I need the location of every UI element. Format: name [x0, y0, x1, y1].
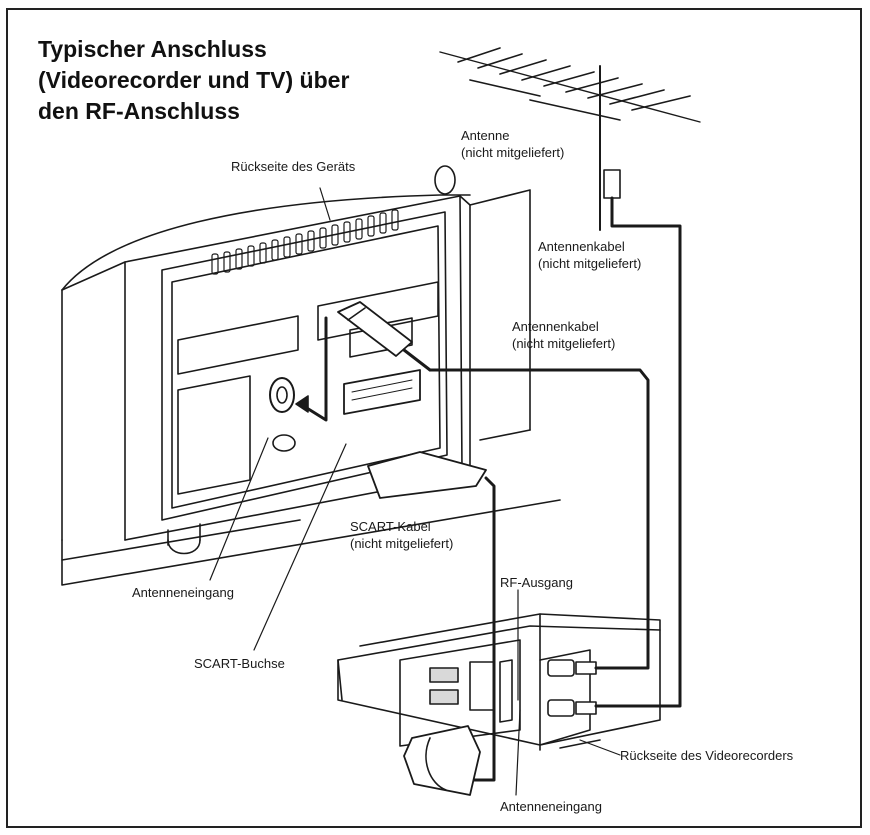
label-antennenkabel-1: Antennenkabel (nicht mitgeliefert) [538, 238, 641, 272]
scart-cable [367, 451, 496, 796]
tv-rear-panel [61, 165, 561, 586]
rf-cable-plug [337, 301, 432, 372]
label-antennenkabel-2-title: Antennenkabel [512, 319, 599, 334]
label-antenne: Antenne (nicht mitgeliefert) [461, 127, 564, 161]
antenna-cable-2 [428, 368, 650, 670]
arrow-icon [295, 316, 328, 422]
label-antennenkabel-1-note: (nicht mitgeliefert) [538, 256, 642, 271]
antenna-icon [439, 47, 701, 231]
label-antennenkabel-2-note: (nicht mitgeliefert) [512, 336, 616, 351]
title-line-1: Typischer Anschluss [38, 36, 267, 62]
title-line-3: den RF-Anschluss [38, 98, 240, 124]
label-scart-kabel: SCART-Kabel (nicht mitgeliefert) [350, 518, 453, 552]
label-antenneneingang-tv: Antenneneingang [132, 585, 234, 600]
label-rueckseite-geraet: Rückseite des Geräts [231, 159, 356, 174]
label-rueckseite-videorecorder: Rückseite des Videorecorders [620, 748, 794, 763]
label-scart-kabel-note: (nicht mitgeliefert) [350, 536, 454, 551]
label-antenne-title: Antenne [461, 128, 510, 143]
label-antenneneingang-vcr: Antenneneingang [500, 799, 602, 814]
vcr-rear-panel [337, 613, 661, 751]
leader-lines [209, 187, 621, 796]
label-antenne-note: (nicht mitgeliefert) [461, 145, 565, 160]
label-rf-ausgang: RF-Ausgang [500, 575, 573, 590]
label-scart-buchse: SCART-Buchse [194, 656, 285, 671]
title-line-2: (Videorecorder und TV) über [38, 67, 350, 93]
diagram-title: Typischer Anschluss (Videorecorder und T… [38, 34, 349, 127]
antenna-cable-1 [594, 196, 682, 708]
label-antennenkabel-2: Antennenkabel (nicht mitgeliefert) [512, 318, 615, 352]
label-antennenkabel-1-title: Antennenkabel [538, 239, 625, 254]
label-scart-kabel-title: SCART-Kabel [350, 519, 431, 534]
